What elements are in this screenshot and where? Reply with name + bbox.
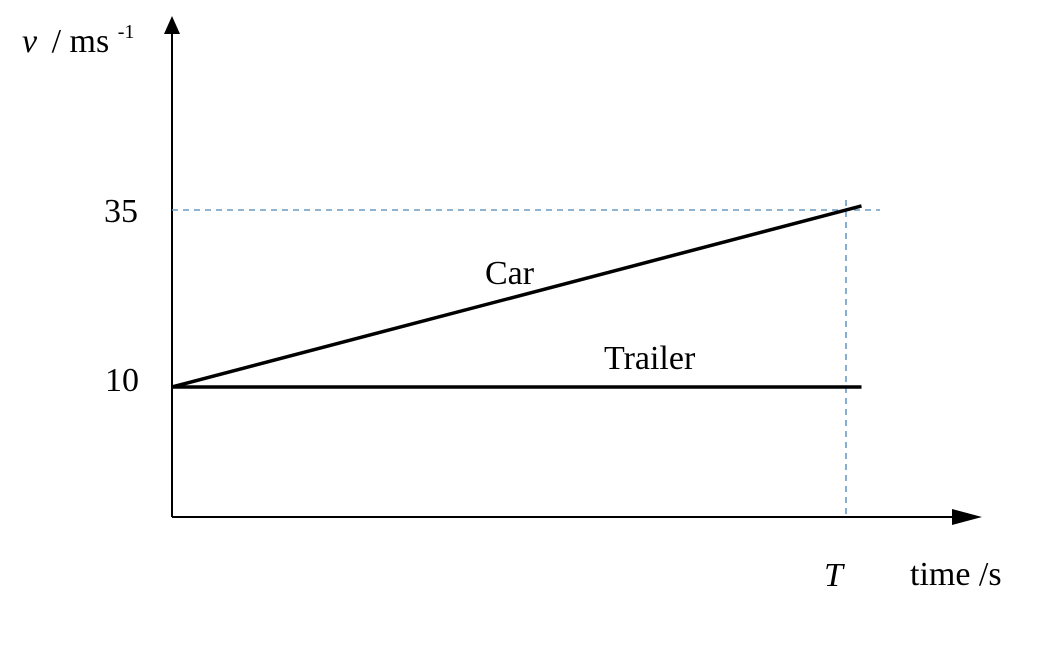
x-axis-arrow <box>952 509 982 525</box>
y-axis-exponent: -1 <box>118 21 135 43</box>
y-axis-unit: / ms <box>52 23 110 60</box>
y-axis-symbol: v <box>22 23 38 60</box>
y-tick-label-10: 10 <box>105 362 139 399</box>
series-line-car <box>171 204 862 389</box>
y-tick-label-35: 35 <box>104 193 138 230</box>
y-axis-arrow <box>164 16 180 34</box>
x-axis-label: time /s <box>910 556 1002 593</box>
series-label-trailer: Trailer <box>604 340 696 377</box>
reference-lines <box>172 200 880 517</box>
series-lines <box>171 204 862 389</box>
x-tick-label-T: T <box>824 557 845 594</box>
series-label-car: Car <box>485 255 535 292</box>
y-axis-label: v / ms -1 <box>22 21 134 60</box>
